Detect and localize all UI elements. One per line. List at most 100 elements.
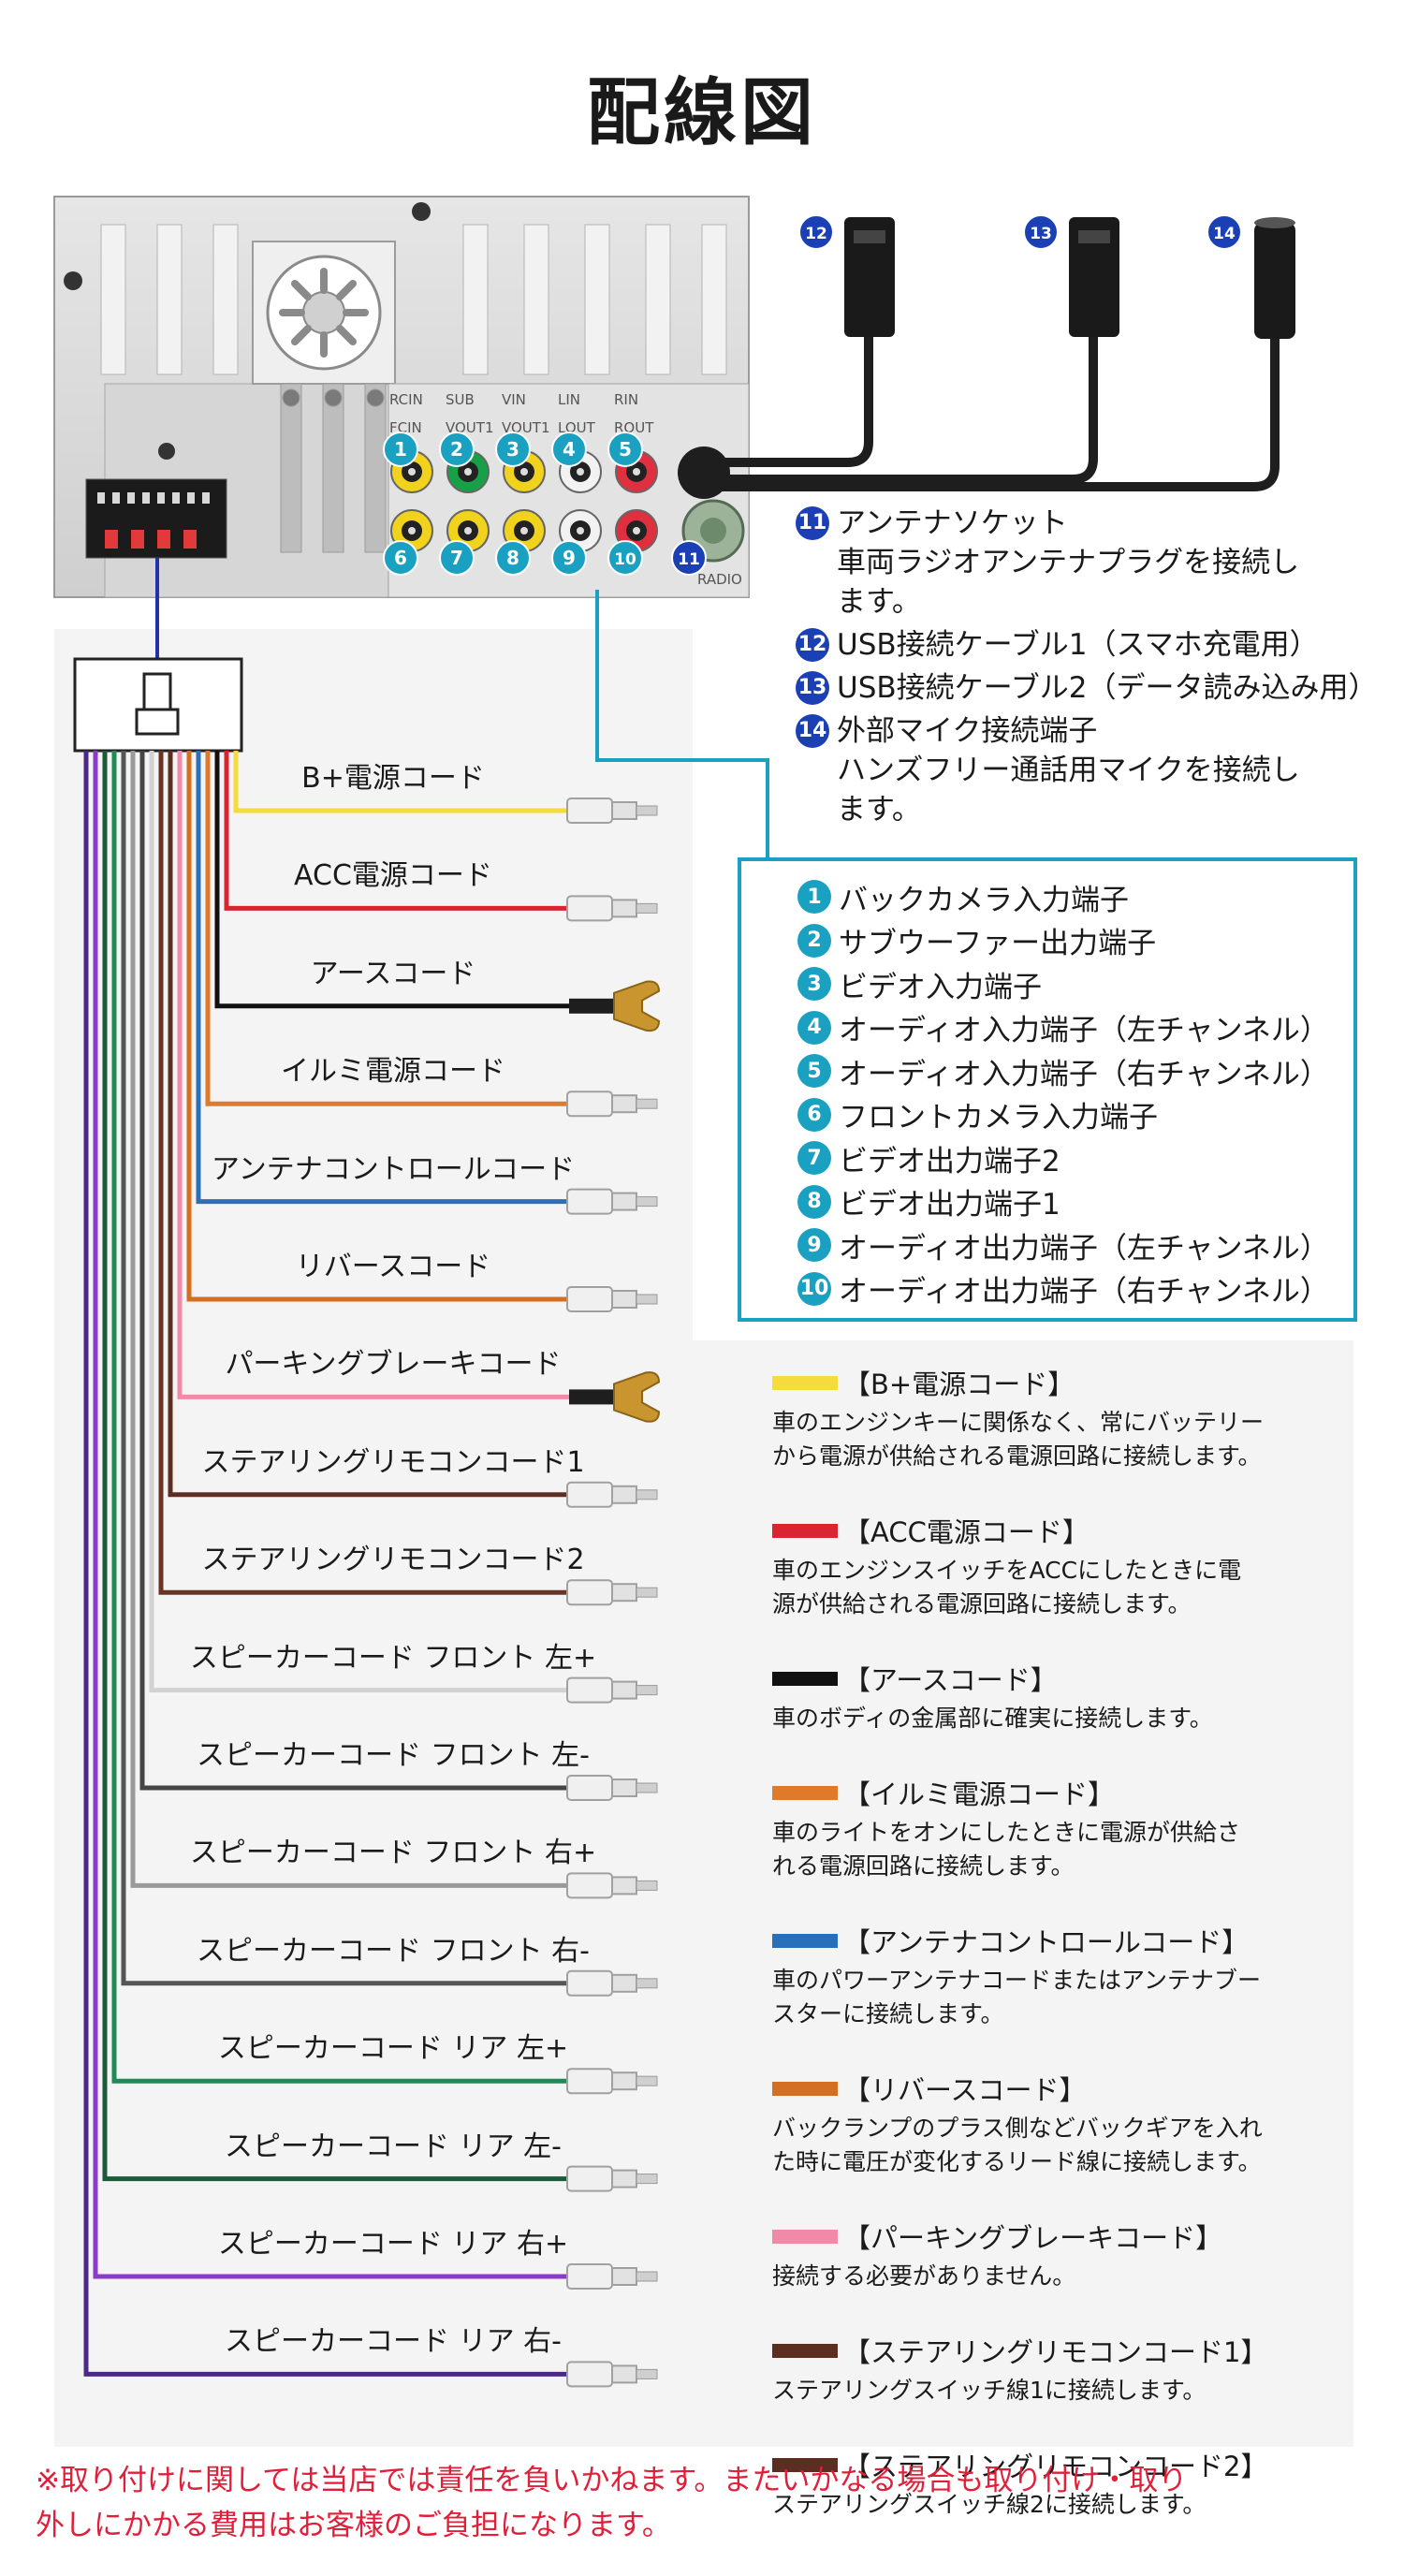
wire-label: スピーカーコード リア 右- xyxy=(225,2325,562,2359)
wire-label: パーキングブレーキコード xyxy=(225,1348,562,1382)
wire xyxy=(130,751,658,1899)
wire-label: スピーカーコード フロント 左+ xyxy=(189,1641,597,1675)
legend-color-swatch xyxy=(772,2457,838,2472)
legend-desc: 車のライトをオンにしたときに電源が供給される電源回路に接続します。 xyxy=(772,1816,1353,1883)
port-number-badge: 8 xyxy=(495,540,531,576)
port-number: 7 xyxy=(450,547,463,569)
legend-desc-line: 源が供給される電源回路に接続します。 xyxy=(772,1590,1192,1617)
legend-title: 【アンテナコントロールコード】 xyxy=(843,1926,1250,1958)
port-number-badge: 3 xyxy=(797,967,831,1001)
wire-label: イルミ電源コード xyxy=(281,1055,505,1089)
mic-connector-14 xyxy=(1254,217,1295,339)
port-number-badge: 7 xyxy=(797,1141,831,1175)
port-number: 10 xyxy=(614,550,636,569)
legend-item: 【ACC電源コード】車のエンジンスイッチをACCにしたときに電源が供給される電源… xyxy=(772,1511,1353,1621)
port-label: オーディオ入力端子（右チャンネル） xyxy=(839,1057,1329,1091)
legend-desc-line: スターに接続します。 xyxy=(772,2000,1004,2027)
wire xyxy=(224,751,658,922)
port-number-badge: 10 xyxy=(797,1271,831,1306)
port-number: 12 xyxy=(805,225,827,243)
wire-label: スピーカーコード リア 右+ xyxy=(217,2228,569,2261)
port-number: 8 xyxy=(506,547,519,569)
harness-plug xyxy=(73,657,243,753)
info-line: ハンズフリー通話用マイクを接続し xyxy=(837,754,1300,787)
wire xyxy=(158,751,658,1606)
info-line: USB接続ケーブル1（スマホ充電用） xyxy=(837,628,1319,662)
port-number-badge: 2 xyxy=(797,923,831,958)
port-number-badge: 9 xyxy=(797,1228,831,1262)
legend-color-swatch xyxy=(772,2343,838,2358)
wire-label: アンテナコントロールコード xyxy=(211,1152,576,1186)
legend-color-swatch xyxy=(772,1933,838,1948)
port-number-badge: 3 xyxy=(495,432,531,467)
legend-color-swatch xyxy=(772,2081,838,2096)
info-text: 外部マイク接続端子ハンズフリー通話用マイクを接続します。 xyxy=(837,711,1300,829)
port-number: 4 xyxy=(563,438,576,461)
port-number: 2 xyxy=(450,438,463,461)
legend-head: 【ACC電源コード】 xyxy=(772,1511,1353,1550)
port-number: 5 xyxy=(619,438,632,461)
legend-item: 【アースコード】車のボディの金属部に確実に接続します。 xyxy=(772,1659,1353,1735)
legend-desc: 車のパワーアンテナコードまたはアンテナブースターに接続します。 xyxy=(772,1964,1353,2031)
wire xyxy=(139,751,658,1801)
legend-head: 【ステアリングリモコンコード1】 xyxy=(772,2331,1353,2370)
fan xyxy=(252,241,396,385)
port-number-badge: 6 xyxy=(797,1097,831,1132)
wire xyxy=(196,751,658,1215)
port-number-badge: 13 xyxy=(1023,214,1059,250)
legend-item: 【パーキングブレーキコード】接続する必要がありません。 xyxy=(772,2217,1353,2293)
port-label: オーディオ入力端子（左チャンネル） xyxy=(839,1014,1329,1047)
info-text: アンテナソケット車両ラジオアンテナプラグを接続します。 xyxy=(837,504,1299,622)
legend-color-swatch xyxy=(772,2229,838,2244)
legend-item: 【ステアリングリモコンコード2】ステアリングスイッチ線2に接続します。 xyxy=(772,2445,1353,2522)
port-number: 11 xyxy=(678,550,700,569)
legend-title: 【ACC電源コード】 xyxy=(843,1516,1090,1548)
usb-connector-13 xyxy=(1069,217,1119,337)
port-label: バックカメラ入力端子 xyxy=(839,883,1129,917)
wires xyxy=(83,751,661,2388)
port-number-badge: 12 xyxy=(798,214,834,250)
info-number-badge: 13 xyxy=(796,671,829,705)
rca-label: SUB xyxy=(446,391,475,408)
legend-desc-line: から電源が供給される電源回路に接続します。 xyxy=(772,1442,1262,1470)
wire-label: スピーカーコード フロント 左- xyxy=(197,1739,590,1772)
legend-desc-line: 車のボディの金属部に確実に接続します。 xyxy=(772,1705,1213,1732)
wire-label: スピーカーコード リア 左+ xyxy=(217,2032,569,2066)
port-list-box xyxy=(738,857,1357,1322)
wire-label: ステアリングリモコンコード1 xyxy=(201,1445,585,1479)
legend-desc-line: 車のライトをオンにしたときに電源が供給さ xyxy=(772,1819,1241,1846)
wire xyxy=(214,751,661,1032)
legend-item: 【アンテナコントロールコード】車のパワーアンテナコードまたはアンテナブースターに… xyxy=(772,1921,1353,2031)
wire-label: ACC電源コード xyxy=(294,859,492,893)
rca-label: RIN xyxy=(614,391,638,408)
legend-desc-line: れる電源回路に接続します。 xyxy=(772,1852,1075,1880)
legend-head: 【ステアリングリモコンコード2】 xyxy=(772,2445,1353,2484)
wire-label: B+電源コード xyxy=(301,762,485,795)
wire xyxy=(111,751,658,2095)
info-line: 外部マイク接続端子 xyxy=(837,714,1098,748)
notice: ※取り付けに関しては当店では責任を負いかねます。またいかなる場合も取り付け・取り… xyxy=(36,2458,1374,2548)
legend-desc: 車のボディの金属部に確実に接続します。 xyxy=(772,1702,1353,1735)
info-text: USB接続ケーブル1（スマホ充電用） xyxy=(837,625,1319,665)
info-number-badge: 12 xyxy=(796,628,829,662)
legend-item: 【B+電源コード】車のエンジンキーに関係なく、常にバッテリーから電源が供給される… xyxy=(772,1363,1353,1473)
legend-color-swatch xyxy=(772,1375,838,1390)
port-label: オーディオ出力端子（右チャンネル） xyxy=(839,1275,1329,1309)
legend-head: 【アースコード】 xyxy=(772,1659,1353,1698)
wire xyxy=(93,751,658,2290)
legend-item: 【イルミ電源コード】車のライトをオンにしたときに電源が供給される電源回路に接続し… xyxy=(772,1773,1353,1883)
port-number-badge: 7 xyxy=(439,540,475,576)
rca-label: LIN xyxy=(558,391,580,408)
legend-desc-line: 車のエンジンスイッチをACCにしたときに電 xyxy=(772,1557,1242,1584)
port-number-badge: 1 xyxy=(383,432,418,467)
legend-title: 【B+電源コード】 xyxy=(843,1368,1075,1400)
